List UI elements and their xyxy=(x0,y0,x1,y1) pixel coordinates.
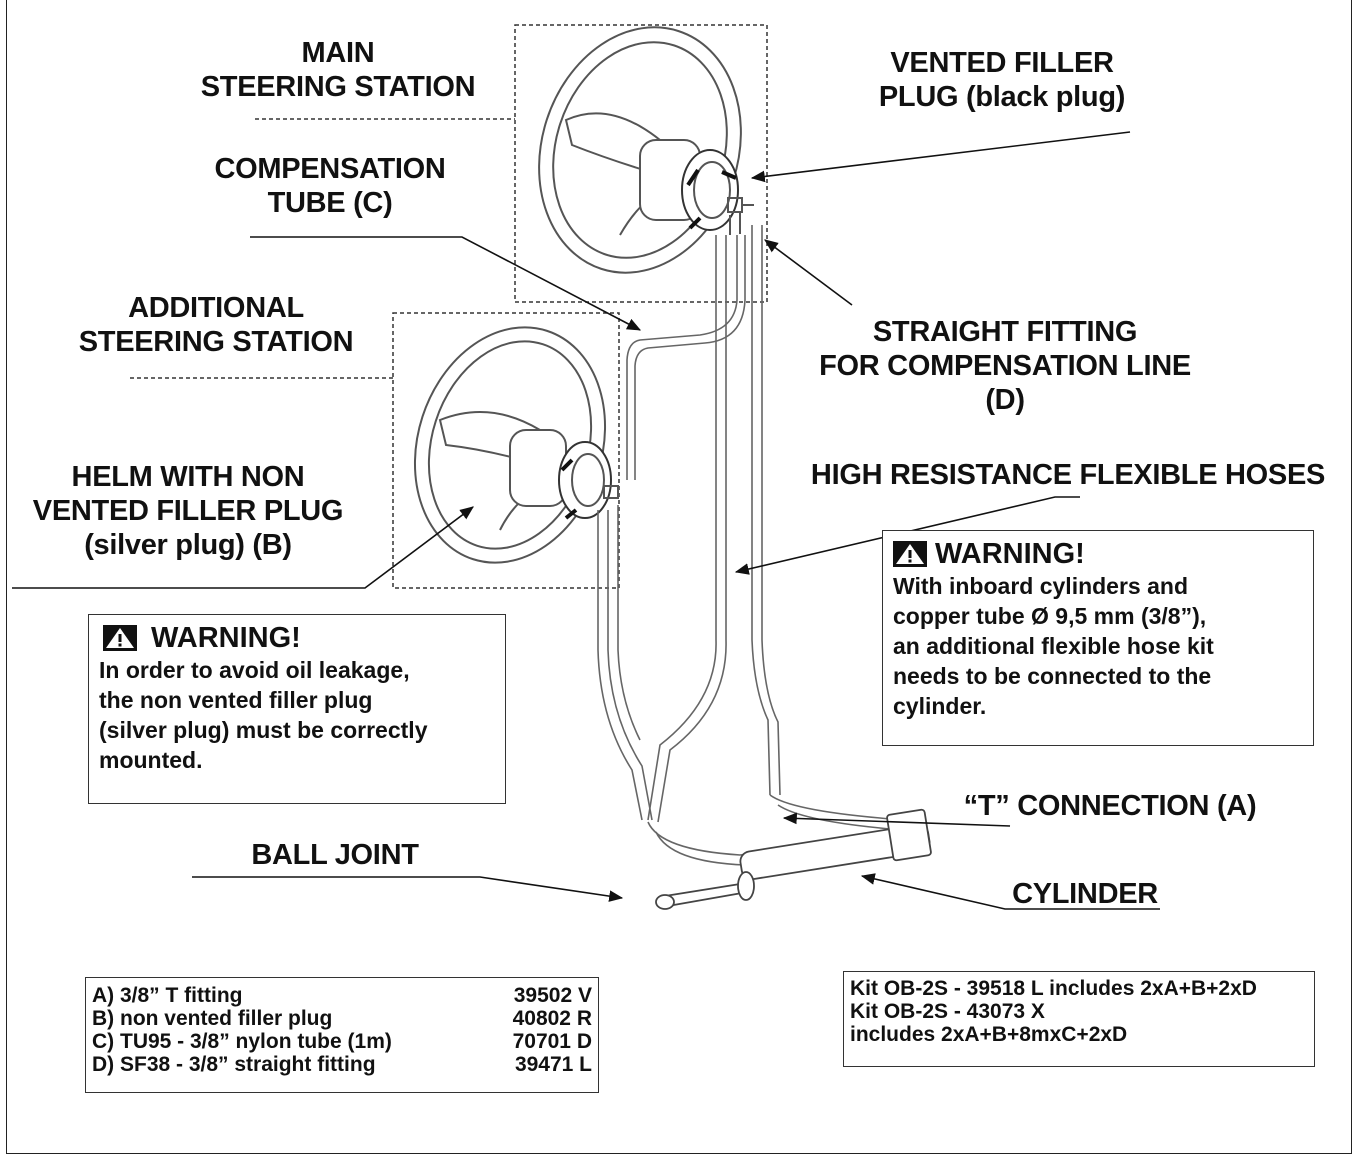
parts-row: C) TU95 - 3/8” nylon tube (1m)70701 D xyxy=(92,1030,592,1053)
warning-text: In order to avoid oil leakage, the non v… xyxy=(99,655,495,775)
ball-joint-label: BALL JOINT xyxy=(220,838,450,872)
kit-line: Kit OB-2S - 39518 L includes 2xA+B+2xD xyxy=(850,977,1308,1000)
kit-line: Kit OB-2S - 43073 X xyxy=(850,1000,1308,1023)
cylinder-label: CYLINDER xyxy=(995,877,1175,911)
hoses-label: HIGH RESISTANCE FLEXIBLE HOSES xyxy=(788,458,1348,492)
warning-title: WARNING! xyxy=(935,537,1085,571)
main-steering-wheel xyxy=(508,1,772,299)
t-connection-label: “T” CONNECTION (A) xyxy=(945,789,1275,823)
kit-line: includes 2xA+B+8mxC+2xD xyxy=(850,1023,1308,1046)
kit-list: Kit OB-2S - 39518 L includes 2xA+B+2xD K… xyxy=(843,971,1315,1067)
warning-icon xyxy=(893,541,927,567)
warning-box-right: WARNING! With inboard cylinders and copp… xyxy=(882,530,1314,746)
warning-box-left: WARNING! In order to avoid oil leakage, … xyxy=(88,614,506,804)
warning-icon xyxy=(103,625,137,651)
warning-title: WARNING! xyxy=(151,621,301,655)
warning-text: With inboard cylinders and copper tube Ø… xyxy=(893,571,1303,721)
